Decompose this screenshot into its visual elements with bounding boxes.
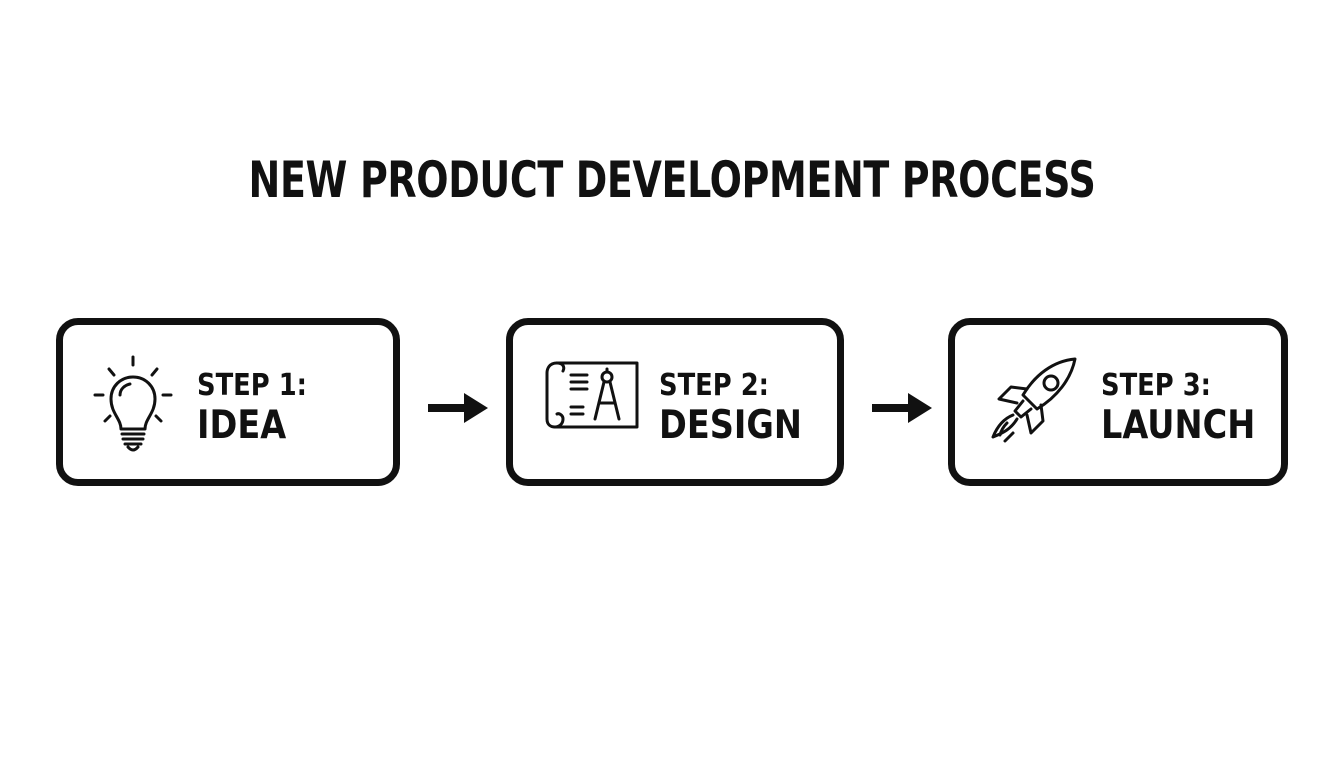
arrow-right-icon bbox=[426, 390, 490, 430]
lightbulb-icon bbox=[87, 353, 179, 457]
arrow-right-icon bbox=[870, 390, 934, 430]
step-box-idea: STEP 1: IDEA bbox=[56, 318, 400, 486]
step-number: STEP 3: bbox=[1101, 368, 1211, 403]
step-number: STEP 1: bbox=[197, 368, 307, 403]
step-name: DESIGN bbox=[659, 403, 802, 448]
diagram-title: NEW PRODUCT DEVELOPMENT PROCESS bbox=[248, 151, 1096, 209]
step-number: STEP 2: bbox=[659, 368, 769, 403]
step-name: IDEA bbox=[197, 403, 287, 448]
rocket-icon bbox=[983, 353, 1083, 449]
step-name: LAUNCH bbox=[1101, 403, 1256, 448]
step-box-design: STEP 2: DESIGN bbox=[506, 318, 844, 486]
blueprint-compass-icon bbox=[541, 353, 641, 433]
step-box-launch: STEP 3: LAUNCH bbox=[948, 318, 1288, 486]
